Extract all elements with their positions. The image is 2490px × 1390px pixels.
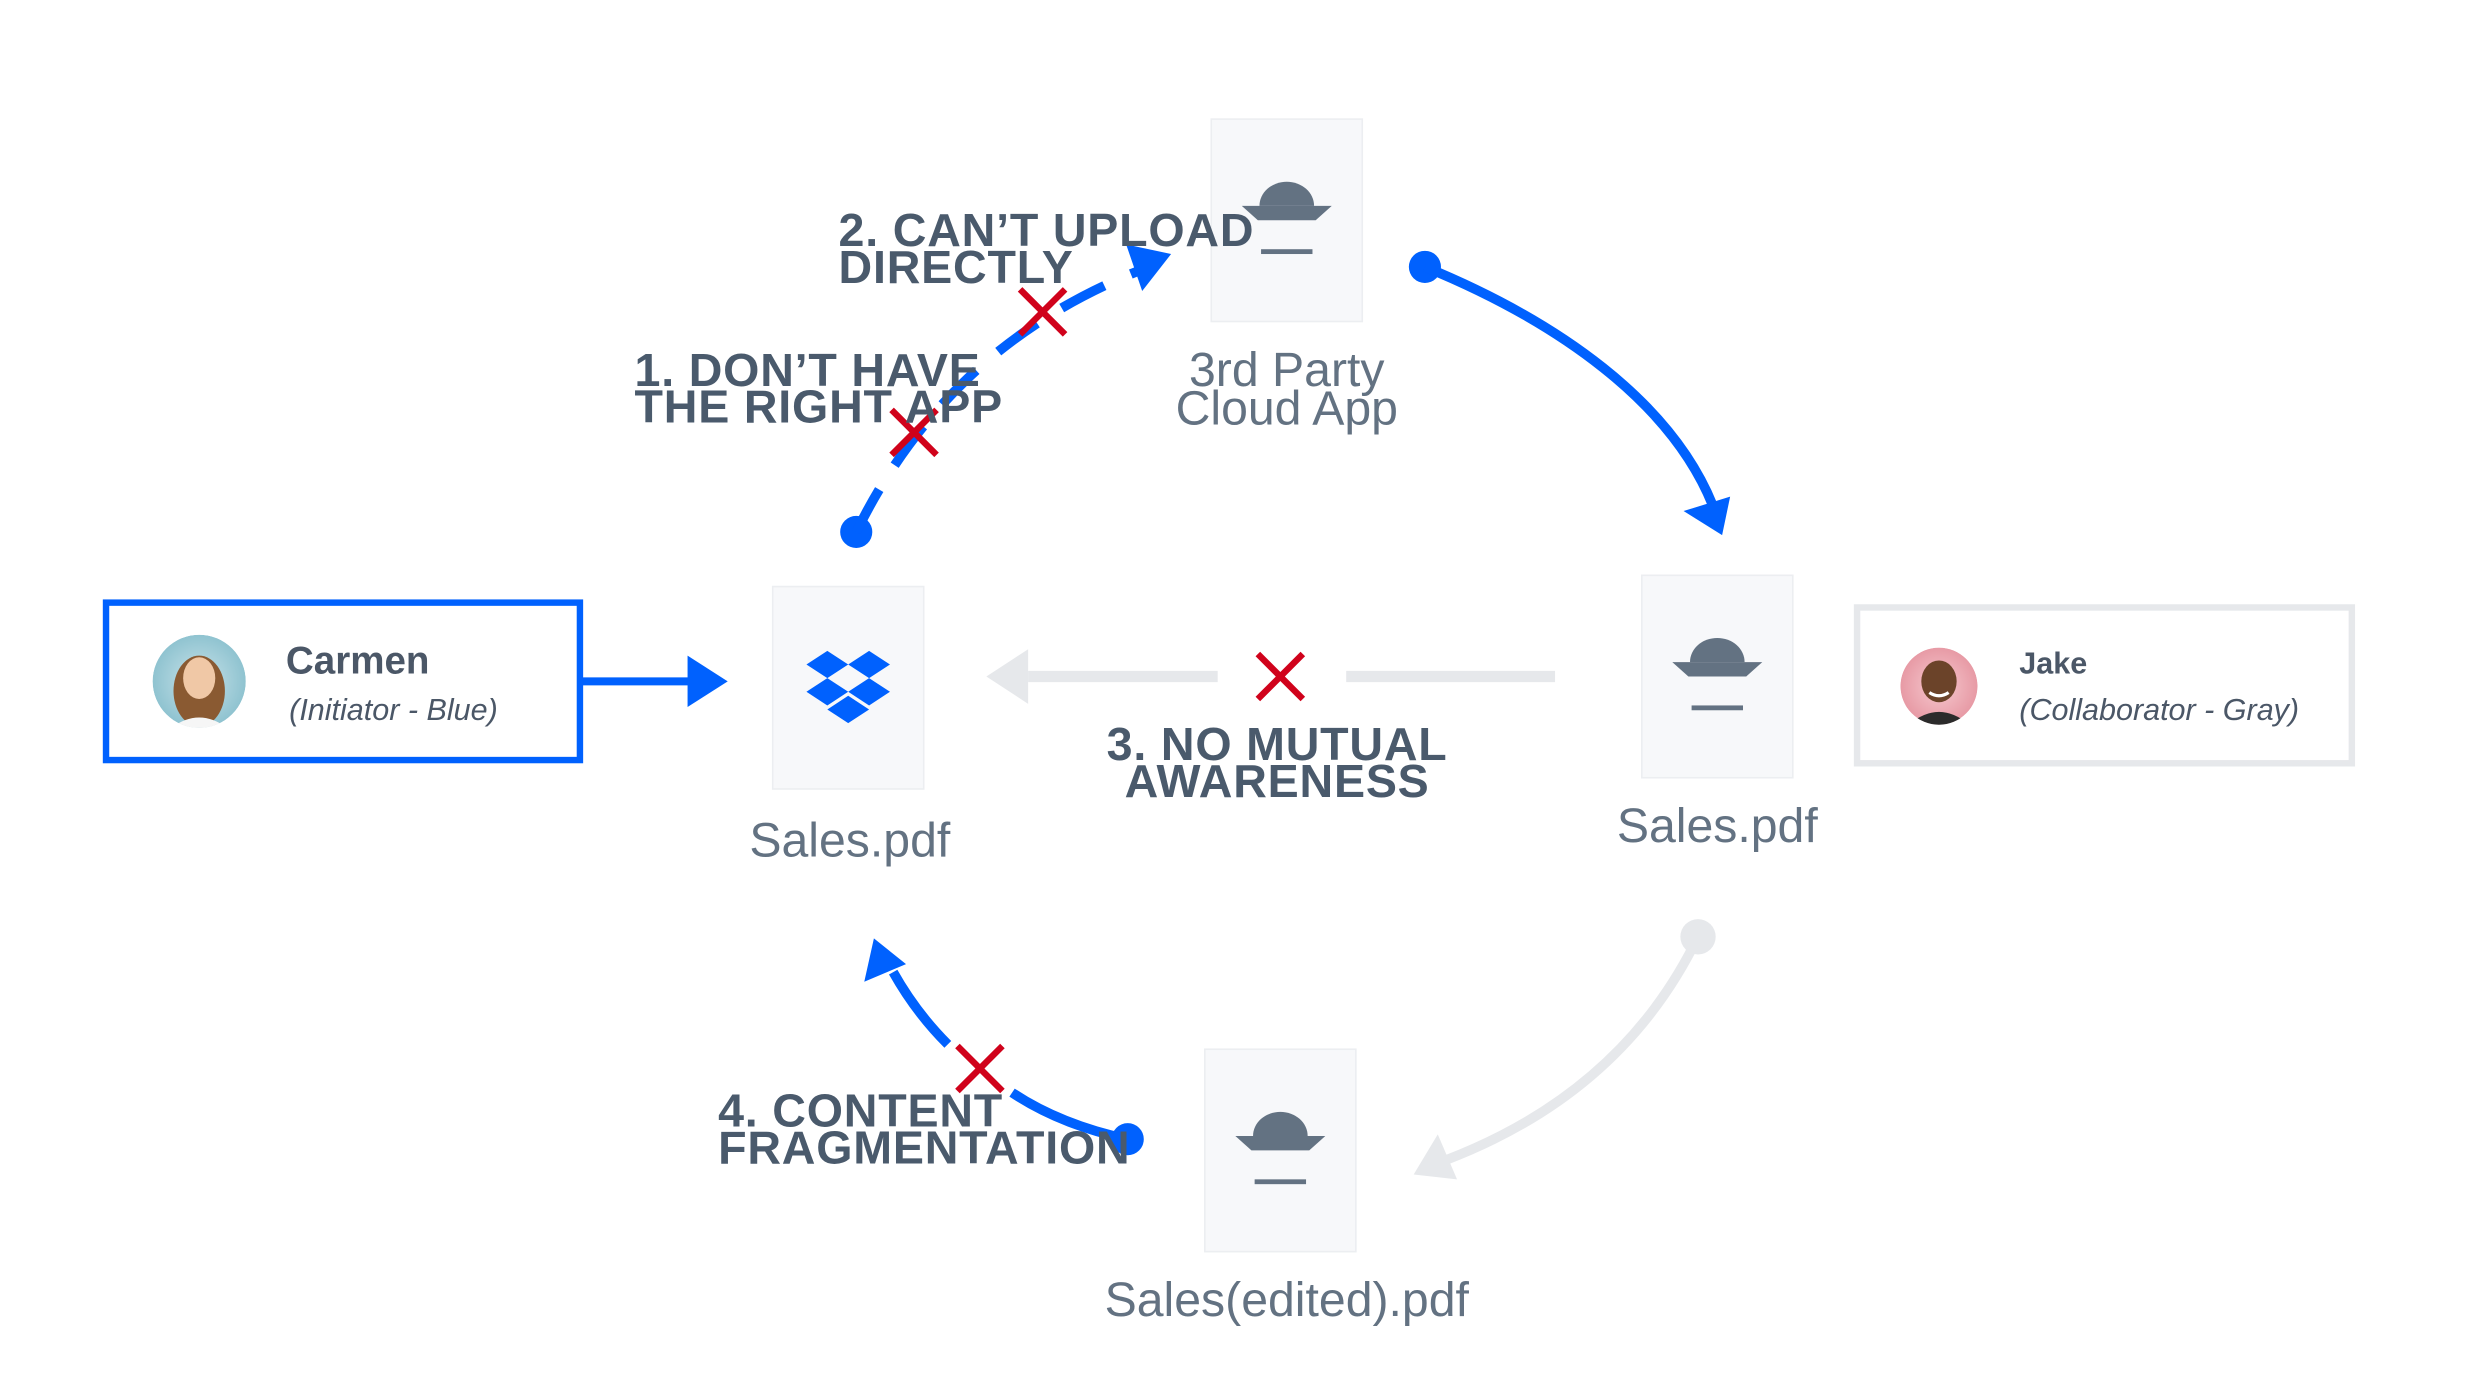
- dropbox-icon: [806, 650, 890, 724]
- blocked-x-icon: [889, 407, 939, 458]
- step-2-line2: DIRECTLY: [839, 241, 1074, 293]
- step-4-line1: 4. CONTENT: [718, 1084, 1003, 1136]
- step-1-line1: 1. DON’T HAVE: [635, 344, 981, 396]
- edited-file-card[interactable]: Sales(edited).pdf: [1105, 1048, 1470, 1327]
- blocked-x-icon: [955, 1043, 1005, 1094]
- cloud-app-icon: [1241, 181, 1332, 255]
- step-2-line1: 2. CAN’T UPLOAD: [839, 204, 1255, 256]
- step-3-line1: 3. NO MUTUAL: [1107, 718, 1448, 770]
- blocked-x-icon: [1255, 651, 1306, 702]
- step-1-line2: THE RIGHT APP: [635, 381, 1003, 433]
- dropbox-file-label: Sales.pdf: [749, 813, 951, 867]
- jake-avatar: [1900, 647, 1978, 725]
- jake-file-card[interactable]: Sales.pdf: [1617, 574, 1819, 853]
- third-party-label-line1: 3rd Party: [1189, 343, 1385, 397]
- blocked-x-icon: [1017, 287, 1068, 337]
- carmen-name: Carmen: [286, 639, 430, 682]
- carmen-to-dropbox-arrow: [581, 655, 728, 708]
- carmen-avatar: [152, 634, 246, 728]
- cloud-app-icon: [1235, 1111, 1326, 1185]
- step-2-label: 2. CAN’T UPLOAD DIRECTLY: [839, 204, 1255, 293]
- jake-name: Jake: [2019, 646, 2087, 680]
- edit-copy-arrow: [1413, 919, 1716, 1180]
- fragmentation-arrow: [864, 938, 1144, 1156]
- step-3-line2: AWARENESS: [1125, 755, 1430, 807]
- jake-card[interactable]: Jake (Collaborator - Gray): [1853, 604, 2356, 767]
- carmen-role: (Initiator - Blue): [289, 693, 498, 727]
- share-to-jake-arrow: [1408, 250, 1731, 536]
- upload-attempt-arrow: [840, 244, 1172, 549]
- dropbox-file-card[interactable]: Sales.pdf: [749, 585, 951, 868]
- cloud-app-icon: [1672, 637, 1763, 711]
- step-4-label: 4. CONTENT FRAGMENTATION: [718, 1084, 1130, 1173]
- third-party-label-line2: Cloud App: [1176, 381, 1398, 435]
- step-1-label: 1. DON’T HAVE THE RIGHT APP: [635, 344, 1003, 433]
- jake-role: (Collaborator - Gray): [2019, 693, 2299, 727]
- jake-file-label: Sales.pdf: [1617, 799, 1819, 853]
- step-3-label: 3. NO MUTUAL AWARENESS: [1107, 718, 1448, 807]
- carmen-card[interactable]: Carmen (Initiator - Blue): [102, 599, 584, 764]
- third-party-app-card[interactable]: 3rd Party Cloud App: [1176, 118, 1398, 435]
- step-4-line2: FRAGMENTATION: [718, 1121, 1130, 1173]
- no-awareness-arrow: [986, 649, 1556, 704]
- edited-file-label: Sales(edited).pdf: [1105, 1273, 1470, 1327]
